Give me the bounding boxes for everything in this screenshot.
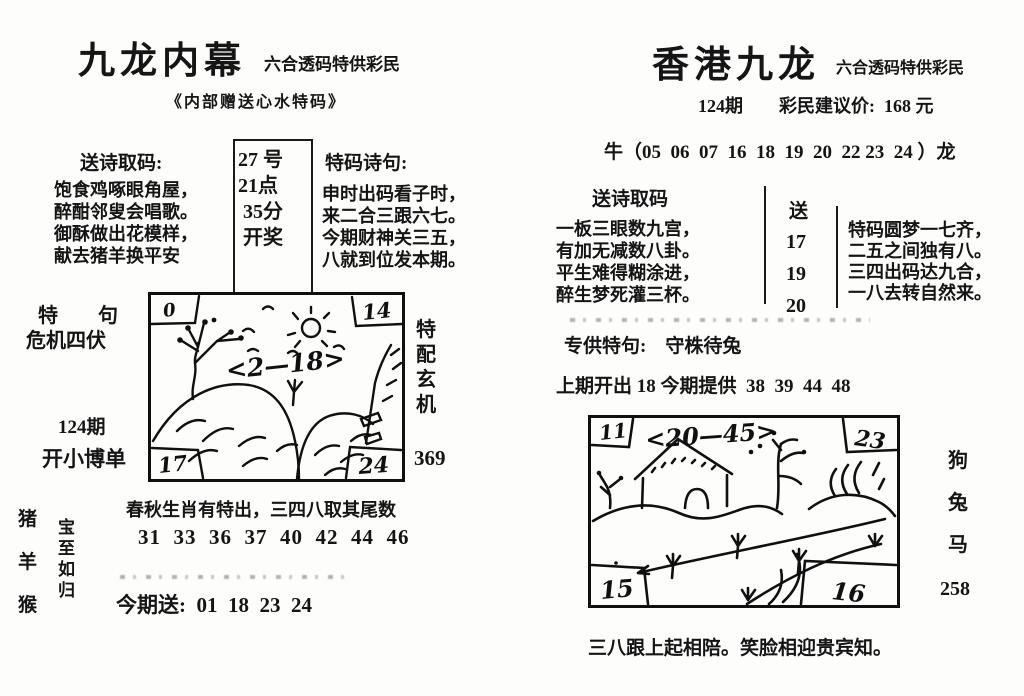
gift-line: 今期送: 01 18 23 24 <box>116 593 312 617</box>
poem-line: 一八去转自然来。 <box>848 283 992 303</box>
bet-hint: 开小博单 <box>42 447 126 471</box>
send-numbers: 17 19 20 <box>786 226 806 322</box>
zodiac-motto-column: 宝至如归 <box>58 518 75 600</box>
draw-minute: 35分 <box>238 201 283 223</box>
poem-line: 醉生梦死灌三杯。 <box>556 285 700 305</box>
zodiac-column: 狗兔马 <box>948 450 968 556</box>
right-issue-price: 124期 彩民建议价: 168 元 <box>698 96 934 116</box>
left-sketch-drawing: 0 14 17 24 <2—18> <box>149 294 404 481</box>
poem-line: 申时出码看子时， <box>322 184 466 204</box>
left-banner: 《内部赠送心水特码》 <box>166 94 347 111</box>
left-poem: 饱食鸡啄眼角屋， 醉酣邻叟会唱歌。 御酥做出花模样， 献去猪羊换平安 <box>54 179 198 267</box>
numbers-line: 31 33 36 37 40 42 44 46 <box>138 525 410 549</box>
divider <box>836 206 838 308</box>
right-bottom-line: 三八跟上起相陪。笑脸相迎贵宾知。 <box>588 638 893 659</box>
sketch-corner-label: 11 <box>598 418 628 445</box>
sketch-corner-label: 24 <box>357 452 390 479</box>
left-poem-title: 送诗取码: <box>80 153 163 174</box>
hint-line: 春秋生肖有特出，三四八取其尾数 <box>126 500 396 520</box>
draw-number: 27 号 <box>238 149 283 171</box>
sketch-range-label: <2—18> <box>225 344 346 385</box>
sketch-corner-label: 16 <box>830 576 867 605</box>
poem-line: 今期财神关三五， <box>322 228 466 248</box>
divider <box>311 139 313 298</box>
poem-line: 三四出码达九合， <box>848 262 992 282</box>
erased-line <box>120 575 350 579</box>
zodiac-column: 猪羊猴 <box>18 509 38 616</box>
sketch-corner-label: 14 <box>361 297 393 325</box>
poem-line: 平生难得糊涂进， <box>556 263 700 283</box>
draw-point: 21点 <box>238 175 278 197</box>
poem-line: 御酥做出花模样， <box>54 224 198 244</box>
left-title: 九龙内幕 <box>78 41 246 82</box>
left-tagline: 六合透码特供彩民 <box>264 55 400 74</box>
sketch-corner-label: 0 <box>162 299 178 322</box>
right-special-poem: 特码圆梦一七齐， 二五之间独有八。 三四出码达九合， 一八去转自然来。 <box>848 220 992 304</box>
send-number: 17 <box>786 231 806 253</box>
divider <box>764 186 766 304</box>
poem-line: 献去猪羊换平安 <box>54 246 180 266</box>
draw-time-column: 27 号 21点 35分 开奖 <box>238 147 283 251</box>
draw-box-top-rule <box>233 139 313 141</box>
send-number: 19 <box>786 263 806 285</box>
send-number: 20 <box>786 295 806 317</box>
sketch-corner-label: 15 <box>599 573 635 605</box>
right-sketch-box: 11 23 15 16 <20—45> <box>588 415 900 608</box>
special-sentence: 危机四伏 <box>26 330 106 352</box>
left-sketch-side-number: 369 <box>414 446 446 470</box>
divider <box>233 139 235 292</box>
left-sketch-box: 0 14 17 24 <2—18> <box>148 292 405 482</box>
erased-line <box>570 318 870 322</box>
poem-line: 有加无减数八卦。 <box>556 241 700 261</box>
poem-line: 特码圆梦一七齐， <box>848 220 992 240</box>
left-special-poem-title: 特码诗句: <box>325 153 408 174</box>
left-special-poem: 申时出码看子时， 来二合三跟六七。 今期财神关三五， 八就到位发本期。 <box>322 183 466 271</box>
right-title: 香港九龙 <box>652 45 820 86</box>
right-side-number: 258 <box>940 578 970 600</box>
poem-line: 饱食鸡啄眼角屋， <box>54 180 198 200</box>
poem-line: 醉酣邻叟会唱歌。 <box>54 202 198 222</box>
right-zodiac-numbers: 牛（05 06 07 16 18 19 20 22 23 24 ）龙 <box>604 142 956 163</box>
sketch-corner-label: 23 <box>852 425 887 455</box>
sketch-range-label: <20—45> <box>644 418 777 454</box>
right-tagline: 六合透码特供彩民 <box>836 60 965 77</box>
right-poem-title: 送诗取码 <box>592 189 669 210</box>
left-sketch-side-caption: 特配玄机 <box>416 319 436 416</box>
poem-line: 一板三眼数九宫， <box>556 219 700 239</box>
poem-line: 来二合三跟六七。 <box>322 206 466 226</box>
right-sketch-drawing: 11 23 15 16 <20—45> <box>590 416 898 608</box>
draw-label: 开奖 <box>238 227 283 249</box>
right-special-phrase: 专供特句: 守株待兔 <box>564 336 742 357</box>
sketch-corner-label: 17 <box>157 450 189 478</box>
send-label: 送 <box>789 201 809 222</box>
poem-line: 二五之间独有八。 <box>848 241 992 261</box>
special-sentence-label: 特 句 <box>38 305 118 327</box>
right-poem: 一板三眼数九宫， 有加无减数八卦。 平生难得糊涂进， 醉生梦死灌三杯。 <box>556 218 700 306</box>
left-issue-number: 124期 <box>58 417 106 438</box>
provide-line: 上期开出 18 今期提供 38 39 44 48 <box>556 376 851 397</box>
poem-line: 八就到位发本期。 <box>322 250 466 270</box>
